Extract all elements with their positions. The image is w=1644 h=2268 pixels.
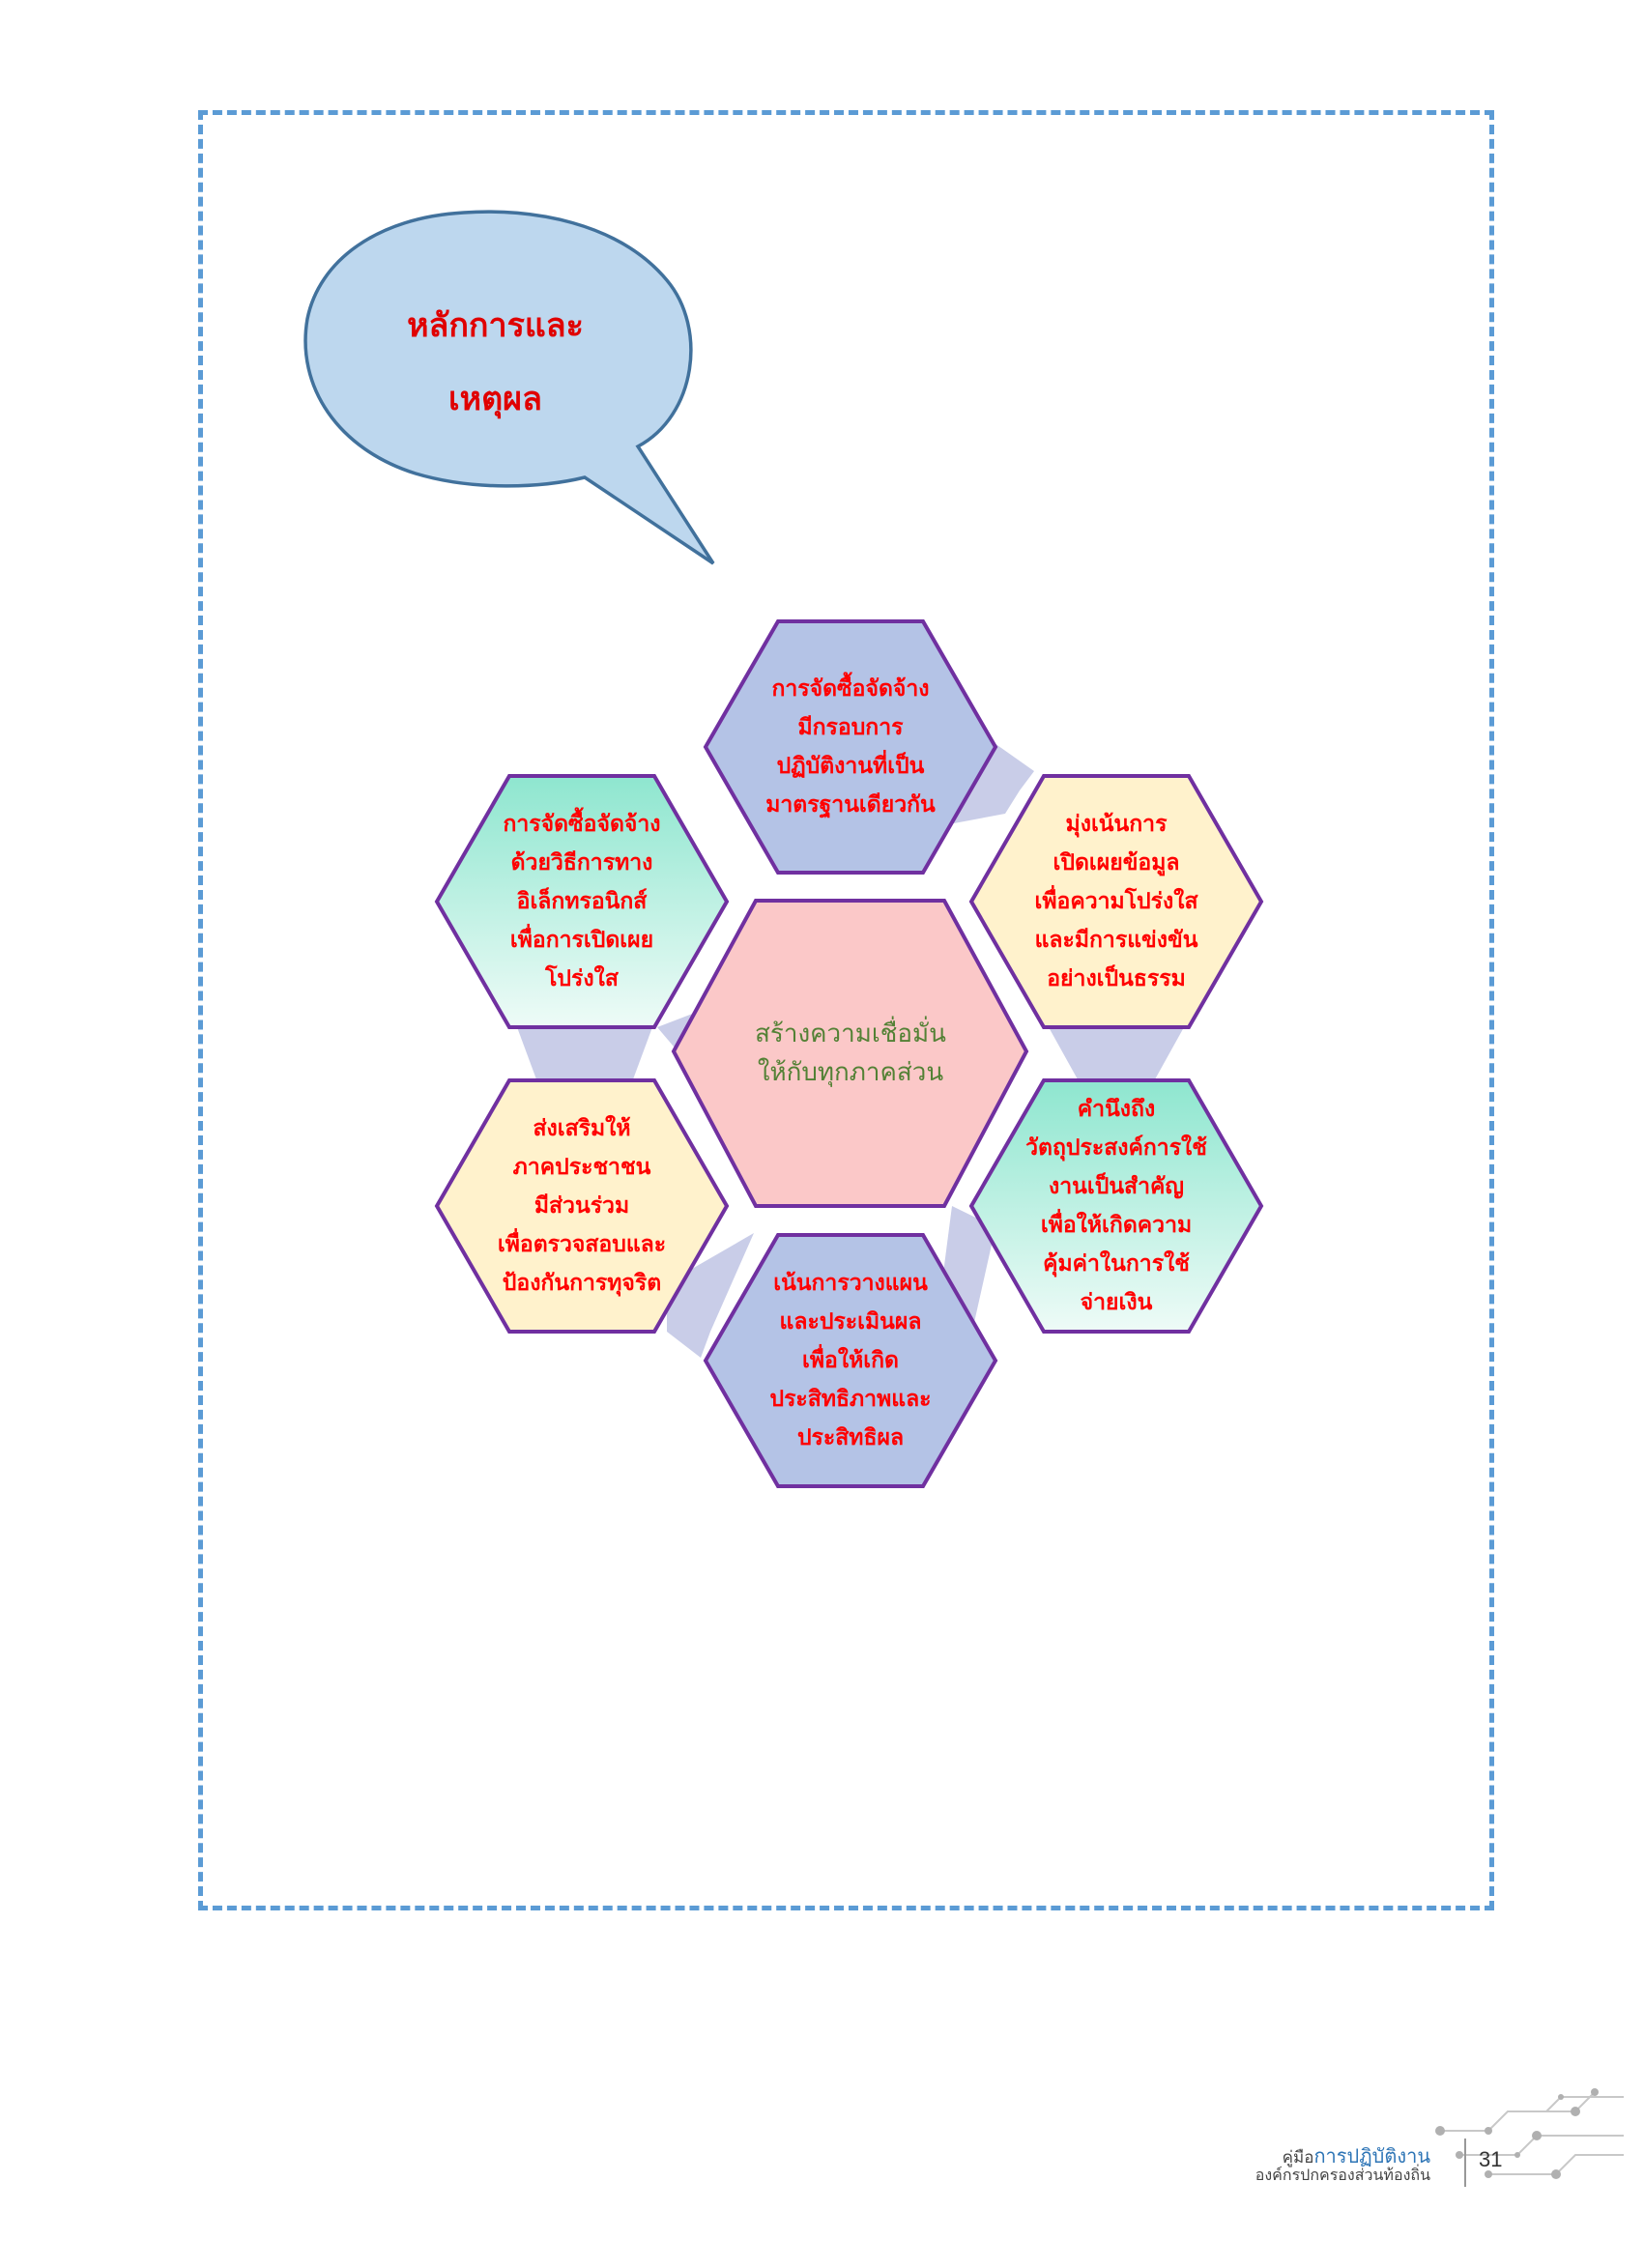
hexagon-center-text: สร้างความเชื่อมั่น ให้กับทุกภาคส่วน	[755, 1019, 946, 1087]
footer-subtitle: องค์กรปกครองส่วนท้องถิ่น	[1255, 2168, 1430, 2184]
hexagon-bottom	[703, 1233, 998, 1488]
circuit-decoration-icon	[1435, 2088, 1624, 2179]
bubble-title: หลักการและ เหตุผล	[407, 306, 584, 418]
hexagon-lower-right-text: คำนึงถึง วัตถุประสงค์การใช้ งานเป็นสำคัญ…	[1025, 1097, 1207, 1315]
hexagon-lower-left-text: ส่งเสริมให้ ภาคประชาชน มีส่วนร่วม เพื่อต…	[497, 1116, 667, 1296]
connector-bottom-lowerleft	[667, 1233, 754, 1358]
hexagon-center	[671, 899, 1029, 1208]
hexagon-upper-right	[968, 774, 1264, 1029]
hexagon-upper-right-text: มุ่งเน้นการ เปิดเผยข้อมูล เพื่อความโปร่ง…	[1034, 812, 1198, 991]
connector-upperright-lowerright	[1049, 1027, 1184, 1079]
footer-title: คู่มือการปฏิบัติงาน	[1283, 2140, 1430, 2171]
hexagon-top	[703, 619, 998, 875]
footer-divider	[1464, 2139, 1466, 2187]
hexagon-bottom-text: เน้นการวางแผน และประเมินผล เพื่อให้เกิด …	[769, 1271, 932, 1450]
footer-title-accent: การปฏิบัติงาน	[1313, 2146, 1430, 2168]
hexagon-upper-left-text: การจัดซื้อจัดจ้าง ด้วยวิธีการทาง อิเล็กท…	[503, 812, 661, 991]
hexagon-lower-right	[968, 1078, 1264, 1334]
speech-bubble	[303, 210, 715, 565]
page-number: 31	[1479, 2147, 1503, 2171]
footer-title-prefix: คู่มือ	[1282, 2148, 1314, 2167]
hexagon-upper-left	[434, 774, 730, 1029]
hexagon-lower-left	[434, 1078, 730, 1334]
page-footer: คู่มือการปฏิบัติงาน องค์กรปกครองส่วนท้อง…	[1198, 2082, 1624, 2189]
dashed-frame	[198, 110, 1494, 1910]
hexagon-top-text: การจัดซื้อจัดจ้าง มีกรอบการ ปฏิบัติงานที…	[765, 676, 936, 818]
connector-lowerleft-upperleft	[517, 1027, 652, 1079]
